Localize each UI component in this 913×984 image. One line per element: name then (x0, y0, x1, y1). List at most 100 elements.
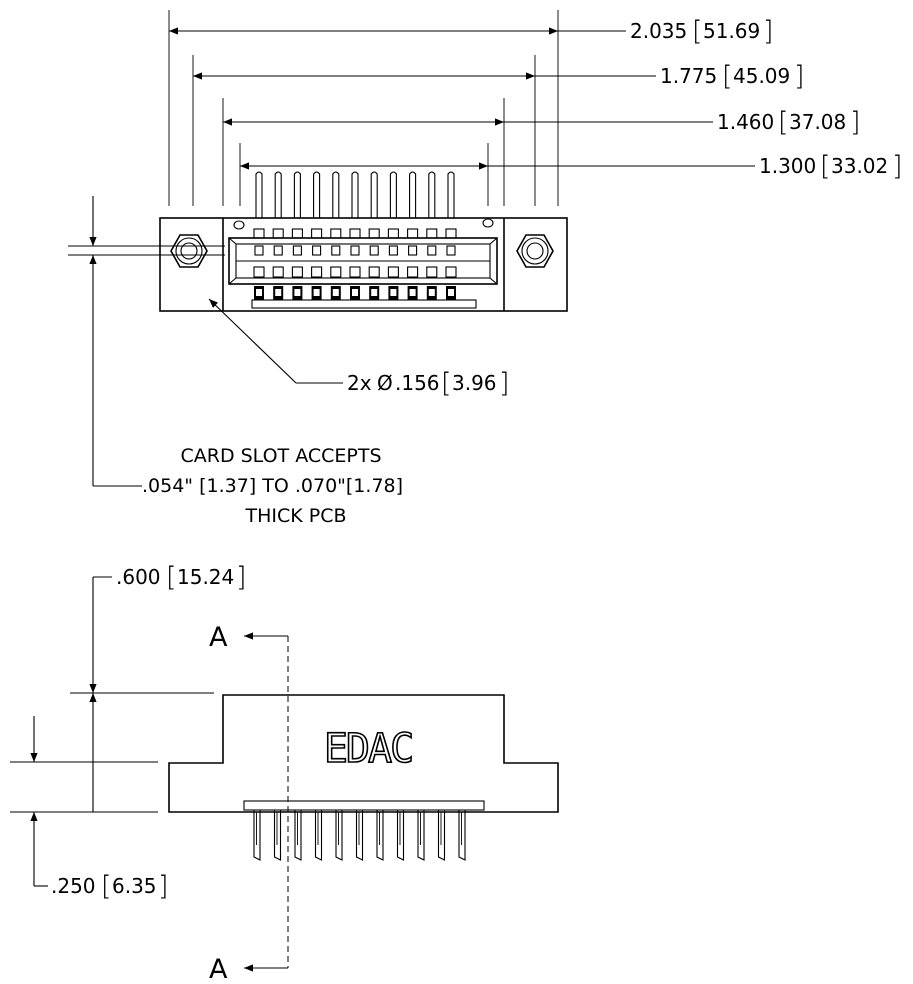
contact-lower-tip (407, 266, 419, 278)
svg-text:[: [ (820, 151, 831, 182)
svg-text:[: [ (692, 16, 703, 47)
dim-card-slot-length: 1.460 [ 37.08 ] (717, 107, 861, 138)
contact-pins-top (255, 171, 455, 218)
svg-text:[: [ (166, 562, 177, 593)
svg-text:1.775: 1.775 (660, 64, 717, 88)
contact-lower-hole (313, 289, 320, 296)
contact-base (251, 299, 477, 309)
card-slot-note: CARD SLOT ACCEPTS .054" [1.37] TO .070"[… (142, 445, 403, 527)
svg-text:]: ] (850, 107, 861, 138)
contact-pin (409, 171, 417, 218)
svg-text:]: ] (499, 368, 510, 399)
dim-overall-width: 2.035 [ 51.69 ] (630, 16, 774, 47)
dim-mount-hole-diameter: 2x Ø .156 [ 3.96 ] (347, 368, 510, 399)
contact-lower-tip (253, 266, 265, 278)
polarizing-key (482, 218, 494, 228)
contact-lower-hole (332, 289, 339, 296)
contact-lower-tip (330, 266, 342, 278)
svg-text:CARD SLOT ACCEPTS: CARD SLOT ACCEPTS (180, 445, 381, 467)
svg-text:[: [ (101, 871, 112, 902)
contact-upper-tip (292, 245, 302, 256)
contact-lower-hole (390, 289, 397, 296)
contact-lower-hole (448, 289, 454, 296)
contact-pin (370, 171, 378, 218)
side-view: .600 [ 15.24 ] .250 [ 6.35 ] EDAC A A (10, 562, 559, 984)
svg-text:2.035: 2.035 (630, 19, 687, 43)
contact-pin-side (437, 810, 446, 861)
contact-upper (407, 228, 419, 239)
contact-lower-hole (371, 289, 378, 296)
svg-text:1.300: 1.300 (759, 154, 816, 178)
contact-upper-tip (312, 245, 322, 256)
contact-upper-tip (408, 245, 418, 256)
contact-upper (387, 228, 399, 239)
pin-base (243, 800, 485, 811)
contact-lower-hole (294, 289, 301, 296)
contact-upper-tip (369, 245, 379, 256)
contact-pins-side (253, 810, 466, 861)
contact-rows (253, 228, 457, 300)
svg-text:]: ] (236, 562, 247, 593)
mounting-hole-right (516, 234, 554, 268)
svg-text:]: ] (892, 151, 903, 182)
contact-pin-side (355, 810, 364, 861)
svg-text:[: [ (441, 368, 452, 399)
svg-text:.250: .250 (51, 874, 96, 898)
section-label-bottom: A (209, 954, 228, 984)
contact-lower-hole (428, 289, 435, 296)
contact-lower-tip (368, 266, 380, 278)
contact-lower-tip (272, 266, 284, 278)
svg-text:.600: .600 (116, 565, 161, 589)
contact-pin-side (458, 810, 466, 861)
svg-text:3.96: 3.96 (452, 371, 497, 395)
contact-pin (293, 171, 301, 218)
section-label-top: A (209, 622, 228, 653)
contact-lower-tip (426, 266, 438, 278)
contact-lower-hole (409, 289, 416, 296)
connector-side-body (168, 694, 559, 813)
svg-text:]: ] (158, 871, 169, 902)
top-view: 2.035 [ 51.69 ] 1.775 [ 45.09 ] 1.460 [ … (68, 10, 903, 527)
contact-lower-tip (387, 266, 399, 278)
svg-text:]: ] (794, 61, 805, 92)
svg-text:33.02: 33.02 (831, 154, 888, 178)
contact-upper-tip (273, 245, 283, 256)
svg-text:15.24: 15.24 (177, 565, 234, 589)
contact-upper (368, 228, 380, 239)
contact-lower-hole (256, 289, 262, 296)
svg-text:6.35: 6.35 (112, 874, 157, 898)
svg-text:Ø: Ø (377, 371, 393, 395)
leader-line (208, 298, 297, 384)
svg-text:45.09: 45.09 (733, 64, 790, 88)
svg-text:51.69: 51.69 (703, 19, 760, 43)
contact-pin (255, 171, 263, 218)
contact-upper-tip (388, 245, 398, 256)
contact-lower-hole (352, 289, 358, 296)
card-slot-housing (228, 237, 498, 285)
contact-upper (445, 228, 457, 239)
contact-upper (426, 228, 438, 239)
contact-upper-tip (331, 245, 341, 256)
contact-upper-tip (350, 245, 360, 256)
contact-pin (351, 171, 359, 218)
contact-pin-side (273, 810, 282, 861)
svg-text:.054" [1.37] TO .070"[1.78]: .054" [1.37] TO .070"[1.78] (142, 475, 403, 497)
contact-lower-hole (275, 289, 282, 296)
mounting-hole-left (170, 234, 208, 268)
contact-pin (389, 171, 397, 218)
contact-upper-tip (427, 245, 437, 256)
svg-text:]: ] (763, 16, 774, 47)
svg-text:[: [ (778, 107, 789, 138)
contact-lower-tip (291, 266, 303, 278)
svg-text:[: [ (722, 61, 733, 92)
contact-pin-side (376, 810, 384, 861)
contact-upper (272, 228, 284, 239)
contact-lower-tip (311, 266, 323, 278)
contact-pin (447, 171, 455, 218)
contact-pin (332, 171, 340, 218)
contact-pin-side (253, 810, 261, 861)
contact-lower-tip (349, 266, 361, 278)
contact-pin-side (294, 810, 302, 861)
contact-upper (330, 228, 342, 239)
polarizing-key (233, 220, 245, 230)
